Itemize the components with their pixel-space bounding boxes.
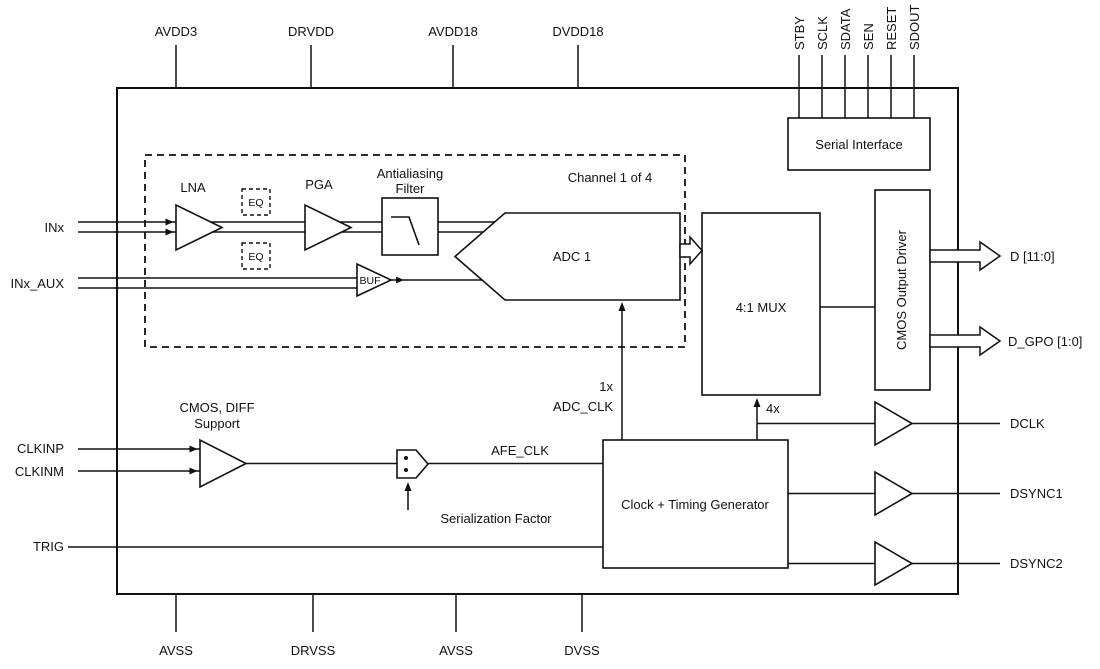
d-output-bus-arrow bbox=[929, 240, 1002, 272]
clock-timing-generator-box bbox=[602, 439, 789, 569]
pin-label-dclk: DCLK bbox=[1010, 416, 1045, 431]
pin-label-inx: INx bbox=[45, 220, 65, 235]
antialiasing-filter-box bbox=[381, 197, 439, 256]
divider-dot-bottom bbox=[404, 468, 408, 472]
clkinp-arrowhead bbox=[189, 445, 198, 453]
dsync1-buffer bbox=[874, 470, 914, 517]
pin-label-sen: SEN bbox=[861, 23, 876, 50]
dclk-rate-label: 4x bbox=[766, 401, 780, 416]
adc-block bbox=[453, 212, 681, 301]
pin-label-dvdd18: DVDD18 bbox=[552, 24, 603, 39]
clock-timing-generator-label: Clock + Timing Generator bbox=[621, 497, 769, 512]
pin-label-drvss: DRVSS bbox=[291, 643, 336, 658]
pin-label-avdd3: AVDD3 bbox=[155, 24, 197, 39]
clkin-receiver bbox=[199, 438, 248, 489]
buf-label: BUF bbox=[360, 275, 381, 287]
lna-label: LNA bbox=[180, 180, 206, 195]
eq2-box bbox=[241, 242, 271, 270]
buf-out-arrowhead bbox=[396, 276, 404, 284]
pga-label: PGA bbox=[305, 177, 333, 192]
pin-label-reset: RESET bbox=[884, 7, 899, 50]
mux-label: 4:1 MUX bbox=[736, 300, 787, 315]
pin-label-clkinp: CLKINP bbox=[17, 441, 64, 456]
pin-label-sdata: SDATA bbox=[838, 8, 853, 50]
arrowheads bbox=[165, 218, 761, 491]
serial-interface-label: Serial Interface bbox=[815, 137, 902, 152]
adc-clk-label: ADC_CLK bbox=[553, 399, 613, 414]
inx-arrowhead-m bbox=[165, 228, 174, 236]
mux-box bbox=[701, 212, 821, 396]
connector-lines bbox=[68, 45, 1000, 632]
pin-label-avss1: AVSS bbox=[159, 643, 193, 658]
adc-clk-up-arrowhead bbox=[618, 302, 626, 311]
dsync2-buffer bbox=[874, 540, 914, 587]
clk-support-label-line1: CMOS, DIFF bbox=[179, 400, 254, 415]
pin-label-avss2: AVSS bbox=[439, 643, 473, 658]
antialiasing-filter-label-line2: Filter bbox=[396, 181, 426, 196]
buf-amplifier bbox=[356, 262, 393, 298]
d-gpo-output-bus-arrow bbox=[929, 325, 1002, 357]
pin-label-trig: TRIG bbox=[33, 539, 64, 554]
pin-label-d: D [11:0] bbox=[1010, 249, 1055, 264]
eq2-label: EQ bbox=[248, 251, 263, 263]
pin-label-avdd18: AVDD18 bbox=[428, 24, 478, 39]
channel-label: Channel 1 of 4 bbox=[568, 170, 653, 185]
dclk-buffer bbox=[874, 400, 914, 447]
mux-clk-up-arrowhead bbox=[753, 398, 761, 407]
pin-label-stby: STBY bbox=[792, 16, 807, 50]
pga-amplifier bbox=[304, 203, 353, 252]
serialization-factor-label: Serialization Factor bbox=[440, 511, 552, 526]
adc-label: ADC 1 bbox=[553, 249, 591, 264]
serialization-divider bbox=[396, 449, 430, 479]
divider-dot-top bbox=[404, 456, 408, 460]
clkinm-arrowhead bbox=[189, 467, 198, 475]
clk-support-label-line2: Support bbox=[194, 416, 240, 431]
afe-clk-label: AFE_CLK bbox=[491, 443, 549, 458]
pin-label-sclk: SCLK bbox=[815, 16, 830, 50]
lna-amplifier bbox=[175, 203, 224, 252]
eq1-box bbox=[241, 188, 271, 216]
pin-label-sdout: SDOUT bbox=[907, 4, 922, 50]
serial-interface-box bbox=[787, 117, 931, 171]
cmos-output-driver-box bbox=[874, 189, 931, 391]
lowpass-response-icon bbox=[391, 216, 420, 246]
pin-label-clkinm: CLKINM bbox=[15, 464, 64, 479]
adc-clk-rate-label: 1x bbox=[599, 379, 613, 394]
pin-label-dsync2: DSYNC2 bbox=[1010, 556, 1063, 571]
pin-label-dvss: DVSS bbox=[564, 643, 600, 658]
pin-label-dsync1: DSYNC1 bbox=[1010, 486, 1063, 501]
inx-arrowhead-p bbox=[165, 218, 174, 226]
pin-label-inx-aux: INx_AUX bbox=[11, 276, 65, 291]
pin-label-d-gpo: D_GPO [1:0] bbox=[1008, 334, 1082, 349]
serialization-up-arrowhead bbox=[404, 482, 412, 491]
eq1-label: EQ bbox=[248, 197, 263, 209]
cmos-output-driver-label: CMOS Output Driver bbox=[894, 229, 909, 350]
adc-to-mux-bus-arrow bbox=[679, 235, 704, 266]
antialiasing-filter-label-line1: Antialiasing bbox=[377, 166, 444, 181]
pin-label-drvdd: DRVDD bbox=[288, 24, 334, 39]
